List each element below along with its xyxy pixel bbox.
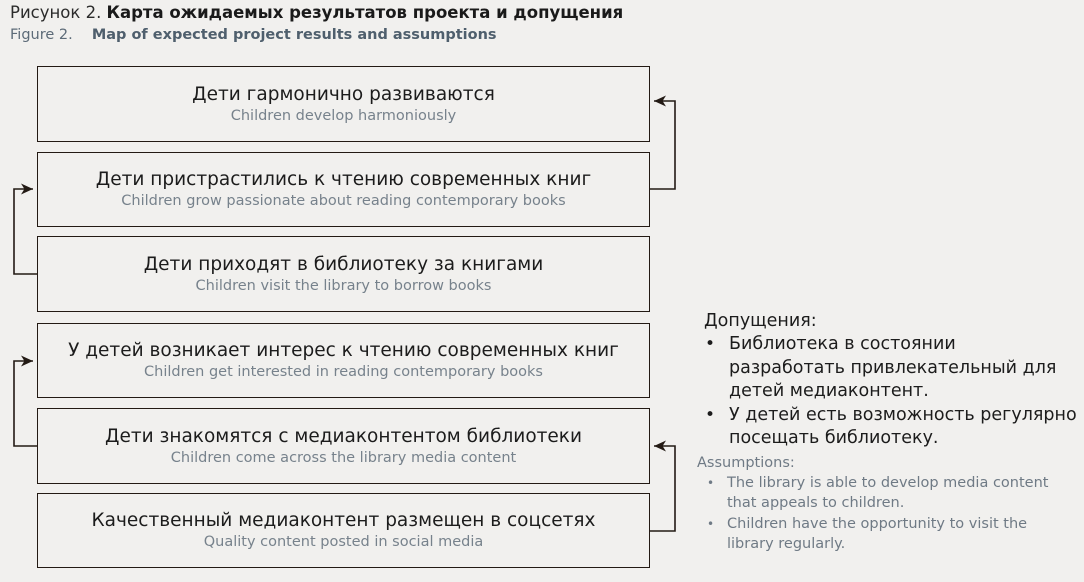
caption-russian-line: Рисунок 2. Карта ожидаемых результатов п… xyxy=(10,2,770,23)
flow-box-russian-text: Качественный медиаконтент размещен в соц… xyxy=(91,510,596,531)
flow-box-english-text: Children develop harmoniously xyxy=(230,107,457,124)
caption-english-label: Figure 2. xyxy=(10,27,73,43)
assumption-item: • Библиотека в состоянии разработать при… xyxy=(697,333,1077,404)
assumption-item: • У детей есть возможность регулярно пос… xyxy=(697,404,1077,451)
connector-box3-to-box2 xyxy=(13,183,37,275)
flow-box-children-passionate-reading: Дети пристрастились к чтению современных… xyxy=(37,152,650,227)
assumption-item: • Children have the opportunity to visit… xyxy=(697,514,1077,555)
bullet-icon: • xyxy=(707,516,715,531)
flow-box-russian-text: Дети знакомятся с медиаконтентом библиот… xyxy=(105,425,582,447)
flow-box-english-text: Children grow passionate about reading c… xyxy=(121,193,566,209)
caption-english-line: Figure 2. Map of expected project result… xyxy=(10,23,770,46)
assumption-text: Библиотека в состоянии разработать привл… xyxy=(729,334,1057,401)
flow-box-english-text: Quality content posted in social media xyxy=(203,534,484,550)
caption-russian-title: Карта ожидаемых результатов проекта и до… xyxy=(106,3,624,22)
assumptions-english-list: • The library is able to develop media c… xyxy=(697,473,1077,555)
flow-box-quality-content-social-media: Качественный медиаконтент размещен в соц… xyxy=(37,493,650,568)
flow-box-children-media-content: Дети знакомятся с медиаконтентом библиот… xyxy=(37,408,650,484)
flow-box-children-visit-library: Дети приходят в библиотеку за книгами Ch… xyxy=(37,236,650,312)
flow-box-russian-text: У детей возникает интерес к чтению совре… xyxy=(68,340,619,361)
bullet-icon: • xyxy=(705,404,716,425)
figure-caption: Рисунок 2. Карта ожидаемых результатов п… xyxy=(10,2,770,46)
assumption-text: У детей есть возможность регулярно посещ… xyxy=(729,404,1077,449)
assumption-text: The library is able to develop media con… xyxy=(727,474,1049,512)
flow-box-russian-text: Дети гармонично развиваются xyxy=(192,83,495,105)
bullet-icon: • xyxy=(707,475,715,490)
connector-box5-to-box4 xyxy=(13,355,37,447)
flow-box-children-interested-reading: У детей возникает интерес к чтению совре… xyxy=(37,323,650,398)
assumptions-russian-heading: Допущения: xyxy=(704,311,817,331)
flow-box-english-text: Children get interested in reading conte… xyxy=(144,364,543,380)
bullet-icon: • xyxy=(705,334,716,354)
flow-box-russian-text: Дети пристрастились к чтению современных… xyxy=(95,169,592,190)
assumptions-english-heading: Assumptions: xyxy=(697,454,795,471)
caption-english-title: Map of expected project results and assu… xyxy=(91,27,497,43)
connector-box2-to-box1 xyxy=(650,95,676,190)
connector-box6-to-box5 xyxy=(650,440,676,532)
assumptions-panel: Допущения: • Библиотека в состоянии разр… xyxy=(697,310,1077,555)
assumptions-russian-list: • Библиотека в состоянии разработать при… xyxy=(697,333,1077,451)
assumption-text: Children have the opportunity to visit t… xyxy=(727,515,1028,553)
caption-russian-label: Рисунок 2. xyxy=(10,3,102,22)
assumption-item: • The library is able to develop media c… xyxy=(697,473,1077,514)
flow-box-russian-text: Дети приходят в библиотеку за книгами xyxy=(143,253,544,275)
flow-box-children-develop-harmoniously: Дети гармонично развиваются Children dev… xyxy=(37,66,650,142)
flow-box-english-text: Children come across the library media c… xyxy=(170,449,517,466)
flow-box-english-text: Children visit the library to borrow boo… xyxy=(195,277,492,294)
